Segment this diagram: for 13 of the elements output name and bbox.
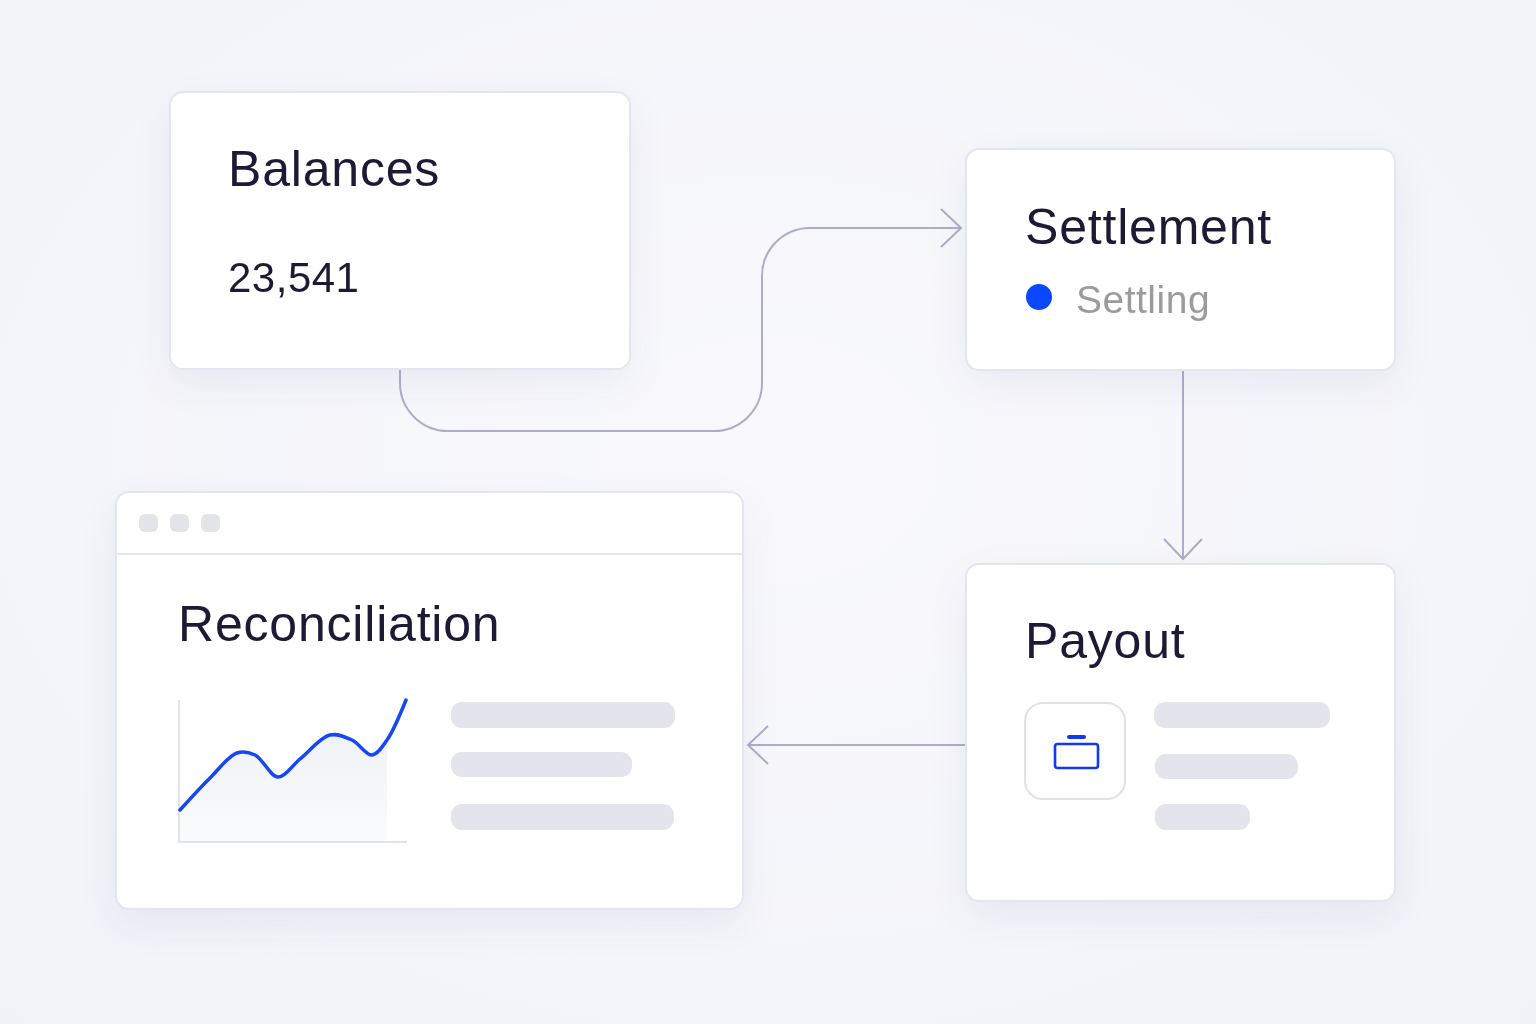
balance-card <box>169 91 631 370</box>
card-title: Settlement <box>1025 202 1272 252</box>
balance-amount: 23,541 <box>228 257 360 299</box>
arrow <box>747 725 966 765</box>
card-title: Reconciliation <box>178 599 501 649</box>
card-title: Payout <box>1025 616 1186 666</box>
status-label: Settling <box>1076 280 1211 319</box>
arrow <box>1163 370 1203 560</box>
window-card <box>115 491 744 910</box>
settlement-card <box>965 148 1396 371</box>
arrow <box>399 208 962 432</box>
payout-card <box>965 563 1396 902</box>
card-title: Balances <box>228 144 441 194</box>
